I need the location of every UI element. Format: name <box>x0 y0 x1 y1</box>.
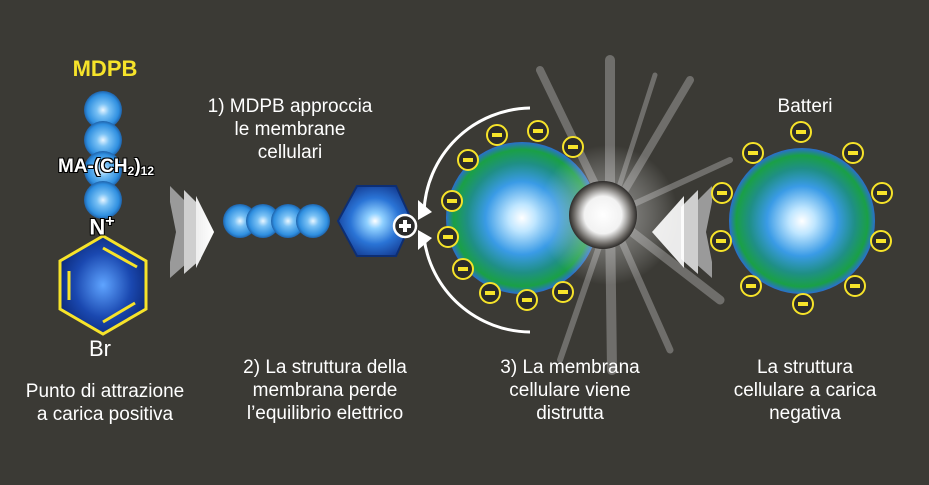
chain-formula: MA-(CH2)12 <box>36 155 176 179</box>
negative-structure-caption: La struttura cellulare a carica negativa <box>733 357 877 425</box>
chevron-arrow-icon <box>170 186 214 278</box>
counter-ion-label: Br <box>89 336 111 361</box>
bacteria-caption: Batteri <box>777 96 833 117</box>
chain-bead <box>296 204 330 238</box>
chain-bead <box>84 181 122 219</box>
chain-bead <box>84 121 122 159</box>
minus-circle-icon <box>452 258 474 280</box>
minus-circle-icon <box>552 281 574 303</box>
chain-bead <box>84 151 122 189</box>
nitrogen-symbol: N <box>89 214 106 240</box>
minus-circle-icon <box>441 190 463 212</box>
curved-arrow-icon <box>422 106 531 334</box>
minus-circle-icon <box>871 182 893 204</box>
minus-circle-icon <box>437 226 459 248</box>
minus-circle-icon <box>792 293 814 315</box>
plus-circle-icon <box>392 213 418 239</box>
minus-circle-icon <box>562 136 584 158</box>
approaching-molecule <box>223 185 414 257</box>
molecule-title: MDPB <box>72 56 138 81</box>
minus-circle-icon <box>516 289 538 311</box>
attraction-caption: Punto di attrazione a carica positiva <box>25 381 185 426</box>
mdpb-chain <box>84 91 122 219</box>
bacterium-cell <box>729 148 875 294</box>
step3-caption: 3) La membrana cellulare viene distrutta <box>500 357 640 425</box>
nitrogen-label: N+ <box>72 212 132 241</box>
arrowhead-icon <box>418 200 432 220</box>
minus-circle-icon <box>790 121 812 143</box>
hexagon-head <box>336 185 414 257</box>
negative-charges-bacterium <box>710 121 893 315</box>
minus-circle-icon <box>527 120 549 142</box>
chain-bead <box>246 204 280 238</box>
minus-circle-icon <box>710 230 732 252</box>
minus-circle-icon <box>711 182 733 204</box>
nitrogen-charge: + <box>105 213 115 230</box>
chain-formula-main: MA-(CH <box>57 156 128 177</box>
arrowhead-icon <box>418 230 432 250</box>
minus-circle-icon <box>870 230 892 252</box>
step2-caption: 2) La struttura della membrana perde l’e… <box>243 357 407 425</box>
minus-circle-icon <box>479 282 501 304</box>
negative-charges-destroyed <box>437 120 584 311</box>
minus-circle-icon <box>844 275 866 297</box>
minus-circle-icon <box>742 142 764 164</box>
chain-formula-close: ) <box>134 156 141 177</box>
minus-circle-icon <box>842 142 864 164</box>
chain-bead <box>271 204 305 238</box>
chain-formula-sub12: 12 <box>140 164 155 178</box>
chain-formula-sub: 2 <box>127 164 135 178</box>
minus-circle-icon <box>457 149 479 171</box>
step1-caption: 1) MDPB approccia le membrane cellulari <box>207 96 373 164</box>
pyridinium-ring <box>58 234 148 336</box>
minus-circle-icon <box>486 124 508 146</box>
chevron-arrow-icon <box>652 186 712 278</box>
destroyed-cell <box>446 142 678 294</box>
minus-circle-icon <box>740 275 762 297</box>
chain-bead <box>84 91 122 129</box>
